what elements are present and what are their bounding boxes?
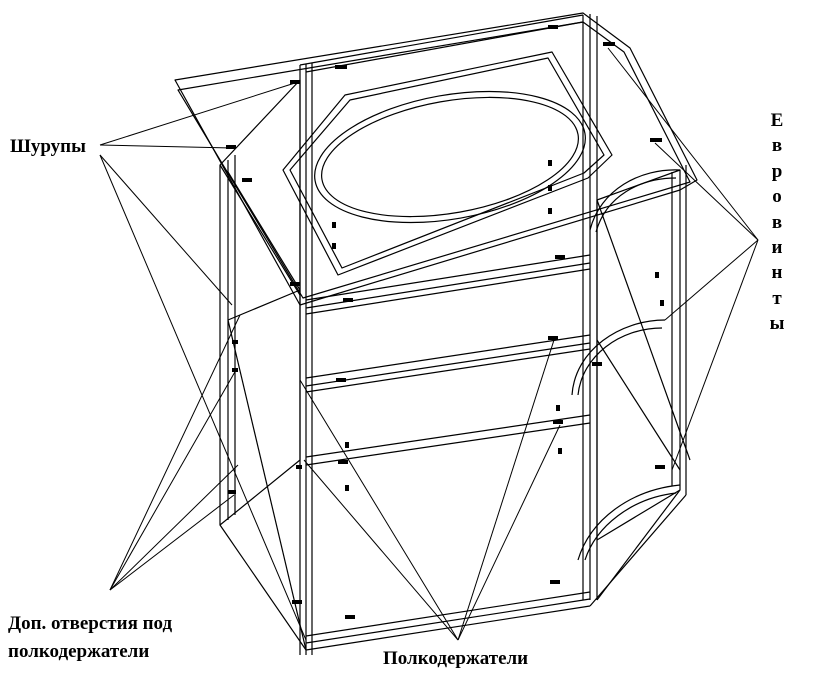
diagonal-construction-lines bbox=[228, 200, 690, 650]
euro-letter: ы bbox=[762, 311, 792, 336]
label-extra-holes: Доп. отверстия под полкодержатели bbox=[8, 610, 172, 666]
top-back-rail bbox=[300, 15, 583, 72]
euro-letter: в bbox=[762, 133, 792, 158]
label-extra-holes-line1: Доп. отверстия под bbox=[8, 610, 172, 638]
front-left-side bbox=[300, 63, 312, 655]
euro-letter: т bbox=[762, 286, 792, 311]
label-euro-screws: Е в р о в и н т ы bbox=[762, 108, 792, 337]
sink-opening bbox=[304, 72, 595, 242]
euro-letter: о bbox=[762, 184, 792, 209]
euro-letter: н bbox=[762, 260, 792, 285]
leader-lines bbox=[100, 48, 758, 640]
label-shelf-supports: Полкодержатели bbox=[383, 648, 528, 671]
euro-letter: Е bbox=[762, 108, 792, 133]
euro-letter: в bbox=[762, 210, 792, 235]
euro-letter: и bbox=[762, 235, 792, 260]
front-right-side bbox=[583, 14, 597, 600]
fastener-marks bbox=[226, 25, 665, 619]
right-side-panel bbox=[572, 165, 686, 560]
label-extra-holes-line2: полкодержатели bbox=[8, 638, 172, 666]
label-screws: Шурупы bbox=[10, 136, 86, 159]
bottom-frame bbox=[220, 490, 686, 650]
euro-letter: р bbox=[762, 159, 792, 184]
